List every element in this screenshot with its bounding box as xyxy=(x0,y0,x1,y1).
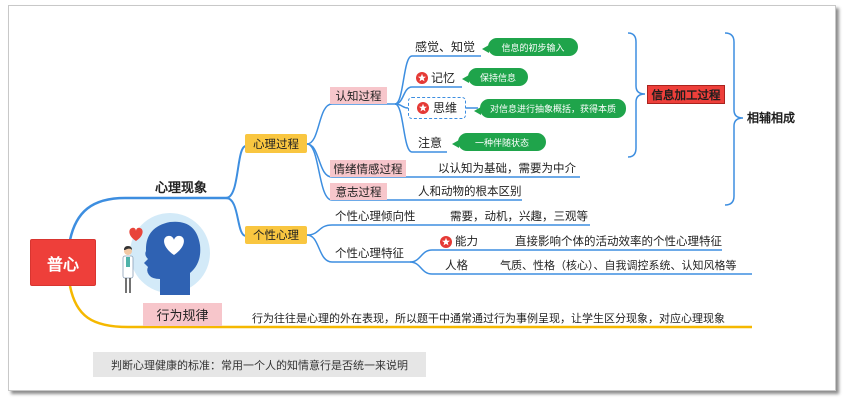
topic-behavior: 行为规律 xyxy=(143,303,222,326)
connector-root-phenomena xyxy=(68,196,228,241)
heart-icon xyxy=(129,227,143,241)
footer-note: 判断心理健康的标准：常用一个人的知情意行是否统一来说明 xyxy=(93,352,426,377)
star-shape xyxy=(442,237,450,246)
connector-phenomena-personality xyxy=(225,197,247,237)
mutual-label: 相辅相成 xyxy=(747,111,796,125)
topic-thinking: 思维 xyxy=(432,100,457,115)
sensation-note: 信息的初步输入 xyxy=(482,38,578,56)
tendency-note: 需要，动机，兴趣，三观等 xyxy=(450,209,588,223)
connector-personality-traits xyxy=(306,234,410,263)
topic-attention: 注意 xyxy=(418,136,443,150)
ability-note: 直接影响个体的活动效率的个性心理特征 xyxy=(515,234,722,248)
will-note: 人和动物的根本区别 xyxy=(418,184,522,198)
topic-cognition: 认知过程 xyxy=(330,87,387,104)
topic-emotion: 情绪情感过程 xyxy=(330,160,406,177)
topic-character: 人格 xyxy=(445,258,468,272)
thinking-frame: 思维 xyxy=(408,97,466,119)
star-shape xyxy=(418,103,427,112)
topic-memory: 记忆 xyxy=(431,71,456,85)
connector-traits-ability xyxy=(409,249,722,263)
connector-root-behavior xyxy=(68,285,752,329)
topic-ability: 能力 xyxy=(455,234,478,248)
behavior-note: 行为往往是心理的外在表现，所以题干中通常通过行为事例呈现，让学生区分现象，对应心… xyxy=(252,312,725,325)
person-shirt xyxy=(126,257,130,267)
memory-note: 保持信息 xyxy=(462,68,528,86)
star-badge-icon xyxy=(440,236,452,248)
attention-note: 一种伴随状态 xyxy=(452,133,546,151)
emotion-note: 以认知为基础，需要为中介 xyxy=(438,161,576,175)
person-icon xyxy=(122,246,134,293)
topic-process: 心理过程 xyxy=(245,134,307,153)
thinking-note: 对信息进行抽象概括，获得本质 xyxy=(474,99,626,118)
topic-personality: 个性心理 xyxy=(245,226,307,244)
star-badge-icon xyxy=(416,102,429,114)
illustration xyxy=(122,213,210,295)
connector-personality-tendency xyxy=(306,224,590,236)
connector-cognition-attention xyxy=(394,103,447,153)
connector-cognition-sensation xyxy=(394,55,481,105)
topic-tendency: 个性心理倾向性 xyxy=(335,209,416,223)
info-processing-label: 信息加工过程 xyxy=(647,85,725,104)
connector-cognition-memory xyxy=(394,86,462,105)
connector-process-cognition xyxy=(306,103,395,145)
topic-phenomena: 心理现象 xyxy=(155,181,208,196)
topic-sensation: 感觉、知觉 xyxy=(415,40,476,54)
star-badge-icon xyxy=(416,72,428,84)
bracket-info-processing xyxy=(627,32,646,158)
person-hair xyxy=(124,246,132,250)
connector-traits-character xyxy=(409,261,752,275)
connector-phenomena-process xyxy=(225,145,247,199)
topic-traits: 个性心理特征 xyxy=(335,246,404,260)
star-shape xyxy=(418,73,426,82)
brain-heart-icon xyxy=(164,235,184,255)
bracket-mutual xyxy=(724,32,744,206)
root-topic: 普心 xyxy=(30,239,96,286)
topic-will: 意志过程 xyxy=(330,183,387,200)
character-note: 气质、性格（核心）、自我调控系统、认知风格等 xyxy=(500,259,737,272)
head-silhouette-icon xyxy=(144,221,201,295)
